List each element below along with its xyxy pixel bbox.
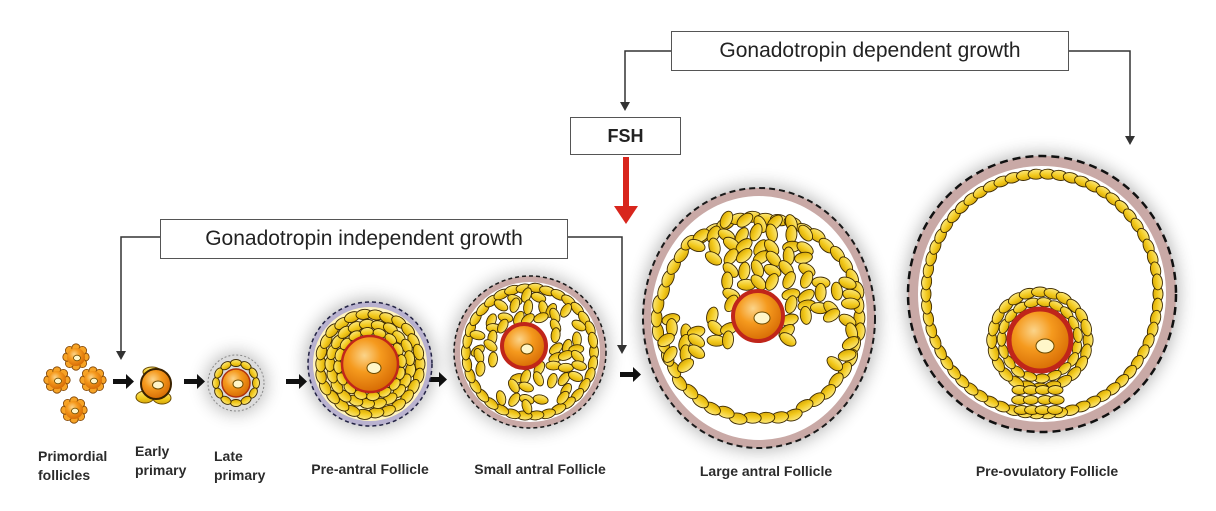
granulosa-cell xyxy=(587,331,599,349)
fsh-box: FSH xyxy=(570,117,681,155)
granulosa-cell xyxy=(798,224,814,242)
granulosa-cell xyxy=(662,345,678,363)
granulosa-cell xyxy=(735,248,753,264)
granulosa-cell xyxy=(230,359,242,367)
granulosa-cell xyxy=(521,399,533,415)
granulosa-cell xyxy=(508,378,520,394)
granulosa-cell xyxy=(830,281,843,301)
granulosa-cell xyxy=(248,367,258,379)
granulosa-cell xyxy=(557,362,574,373)
granulosa-cell xyxy=(779,332,797,347)
granulosa-cell xyxy=(722,330,734,350)
granulosa-cell xyxy=(677,358,695,373)
granulosa-cell xyxy=(784,295,798,314)
small-antral-follicle xyxy=(452,274,608,430)
granulosa-cell xyxy=(749,223,763,242)
progression-arrow-3 xyxy=(286,374,307,389)
gonadotropin-dependent-growth-box: Gonadotropin dependent growth xyxy=(671,31,1069,71)
granulosa-cell xyxy=(785,224,798,244)
granulosa-cell xyxy=(469,330,486,341)
granulosa-cell xyxy=(799,305,812,325)
granulosa-cell xyxy=(841,297,860,310)
granulosa-cell xyxy=(556,390,570,405)
primordial-follicles xyxy=(43,343,107,424)
granulosa-cell xyxy=(765,273,779,291)
granulosa-cell xyxy=(838,276,857,290)
large-antral-follicle xyxy=(641,186,877,450)
granulosa-cell xyxy=(412,343,425,361)
granulosa-cell xyxy=(533,312,549,324)
granulosa-cell xyxy=(518,381,534,393)
granulosa-cell xyxy=(1047,385,1064,395)
granulosa-cell xyxy=(521,287,532,303)
granulosa-cell xyxy=(497,318,509,334)
granulosa-cell xyxy=(550,327,561,344)
granulosa-cell xyxy=(560,303,572,318)
granulosa-cell xyxy=(736,212,754,228)
label-pre-antral-follicle: Pre-antral Follicle xyxy=(311,461,429,477)
granulosa-cell xyxy=(1048,395,1065,405)
granulosa-cell xyxy=(532,371,544,387)
granulosa-cell xyxy=(822,308,841,323)
granulosa-cell xyxy=(841,336,860,351)
granulosa-cell xyxy=(230,399,242,407)
granulosa-cell xyxy=(567,371,584,382)
granulosa-cell xyxy=(657,332,675,348)
granulosa-cell xyxy=(826,356,844,372)
progression-arrow-2 xyxy=(184,374,205,389)
granulosa-cell xyxy=(488,351,498,368)
pre-antral-follicle xyxy=(306,300,434,428)
label-small-antral-follicle: Small antral Follicle xyxy=(474,461,606,477)
label-large-antral-follicle: Large antral Follicle xyxy=(699,463,833,479)
late-primary-follicle xyxy=(206,353,266,413)
progression-arrow-5 xyxy=(620,367,641,382)
granulosa-cell xyxy=(571,319,587,332)
granulosa-cell xyxy=(495,390,507,406)
granulosa-cell xyxy=(1022,395,1039,405)
granulosa-cell xyxy=(532,394,549,405)
progression-arrow-1 xyxy=(113,374,134,389)
progression-arrow-4 xyxy=(426,372,447,387)
granulosa-cell xyxy=(704,251,723,266)
granulosa-cell xyxy=(750,274,767,291)
granulosa-cell xyxy=(212,377,220,389)
granulosa-cell xyxy=(1072,327,1083,343)
gonadotropin-independent-growth-box: Gonadotropin independent growth xyxy=(160,219,568,259)
granulosa-cell xyxy=(483,339,498,352)
progression-arrows xyxy=(113,367,641,389)
granulosa-cell xyxy=(707,320,724,336)
dependent-growth-bracket xyxy=(620,50,1135,145)
granulosa-cell xyxy=(509,297,521,313)
granulosa-cell xyxy=(687,344,706,359)
pre-ovulatory-follicle xyxy=(906,154,1178,434)
granulosa-cell xyxy=(687,239,706,252)
granulosa-cell xyxy=(1047,405,1063,415)
fsh-stimulation-arrow xyxy=(614,157,638,224)
granulosa-cell xyxy=(571,360,587,371)
granulosa-cell xyxy=(719,210,734,229)
granulosa-cell xyxy=(475,360,486,377)
early-primary-follicle xyxy=(135,366,172,405)
granulosa-cell xyxy=(814,282,827,302)
granulosa-cell xyxy=(1080,318,1092,337)
granulosa-cell xyxy=(721,271,734,291)
independent-growth-bracket xyxy=(116,236,627,360)
label-pre-ovulatory-follicle: Pre-ovulatory Follicle xyxy=(975,463,1119,479)
granulosa-cell xyxy=(1151,273,1163,291)
granulosa-cell xyxy=(570,349,585,364)
granulosa-cell xyxy=(782,271,796,289)
granulosa-cell xyxy=(530,292,547,303)
granulosa-cell xyxy=(837,349,857,362)
granulosa-cell xyxy=(493,299,509,312)
granulosa-cell xyxy=(252,377,260,389)
granulosa-cell xyxy=(508,392,521,407)
granulosa-cell xyxy=(547,372,558,389)
